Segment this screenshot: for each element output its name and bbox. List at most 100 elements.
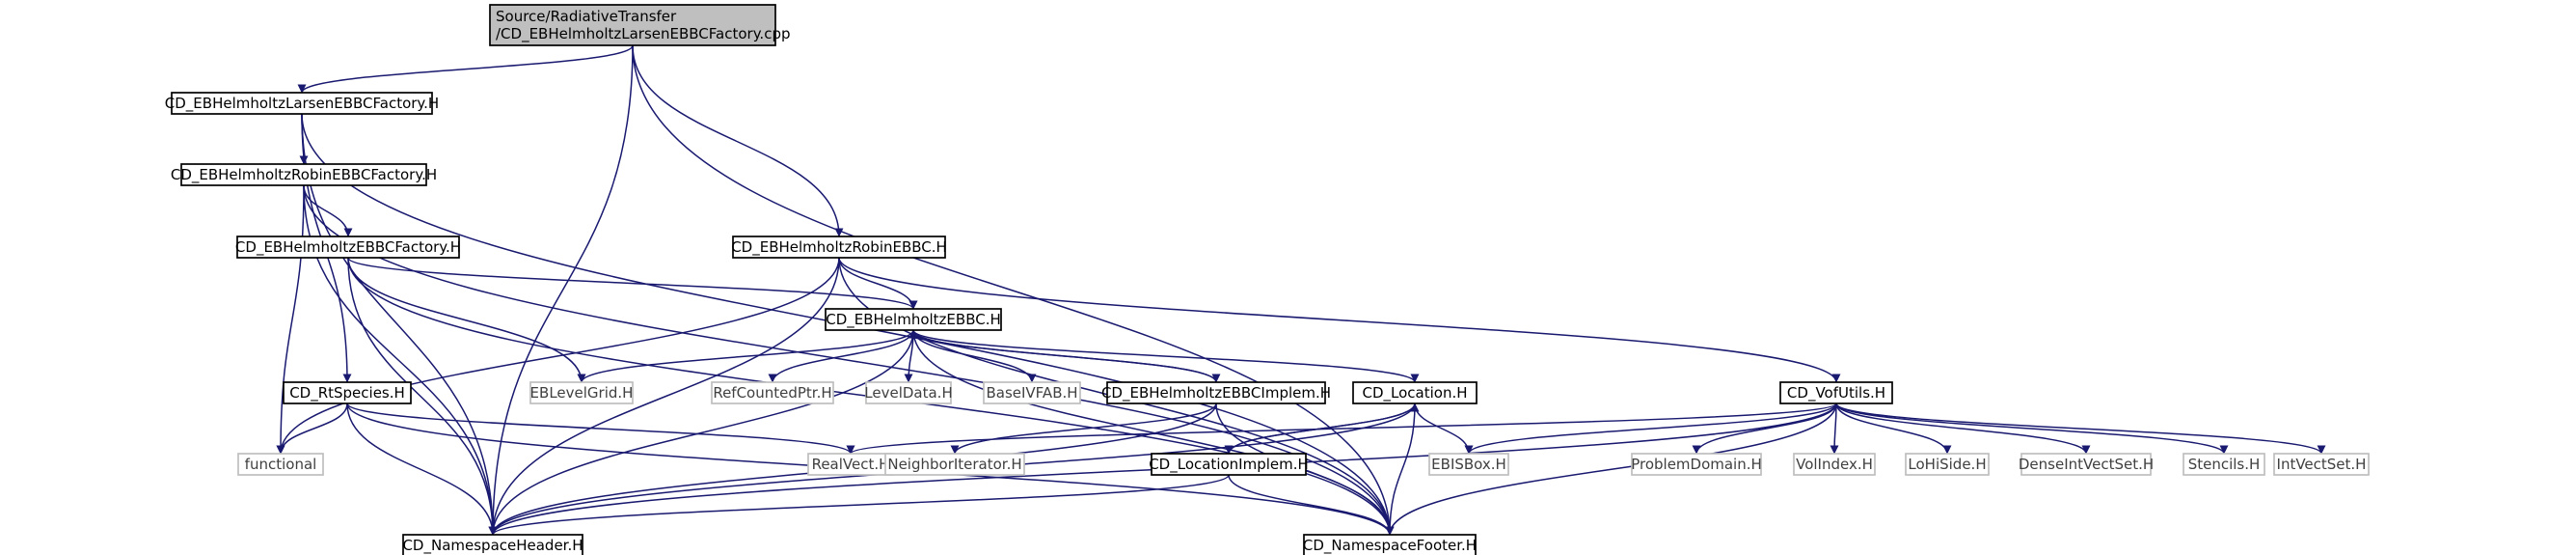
node-label: Source/RadiativeTransfer [496, 8, 677, 25]
node-robin[interactable]: CD_EBHelmholtzRobinEBBC.H [731, 236, 947, 259]
node-label: LoHiSide.H [1908, 456, 1986, 473]
node-label: CD_EBHelmholtzLarsenEBBCFactory.H [165, 95, 439, 113]
node-box [1631, 453, 1762, 476]
node-realvect: RealVect.H [807, 453, 894, 476]
node-box [171, 92, 433, 115]
node-ebisbox: EBISBox.H [1428, 453, 1509, 476]
edge-ebbcfac-to-ebbc [347, 257, 918, 310]
node-box [825, 308, 1002, 331]
node-label: CD_NamespaceFooter.H [1303, 537, 1477, 555]
node-ebbc[interactable]: CD_EBHelmholtzEBBC.H [825, 308, 1002, 331]
node-label: CD_EBHelmholtzEBBCFactory.H [235, 238, 461, 257]
edge-root-to-nsfooter [632, 44, 1395, 536]
node-label: CD_VofUtils.H [1787, 384, 1885, 402]
node-box [2183, 453, 2265, 476]
edge-rtspecies-to-realvect [346, 402, 855, 455]
node-root[interactable]: Source/RadiativeTransfer/CD_EBHelmholtzL… [489, 4, 791, 46]
edge-rtspecies-to-nsheader [346, 402, 498, 536]
node-label: CD_EBHelmholtzRobinEBBCFactory.H [171, 166, 437, 184]
node-label: RefCountedPtr.H [713, 384, 831, 402]
node-functional: functional [237, 453, 324, 476]
edge-location-to-ebisbox [1414, 402, 1474, 455]
edge-vofutils-to-nsfooter [1385, 402, 1837, 536]
node-label: CD_LocationImplem.H [1149, 456, 1309, 474]
node-box [711, 381, 834, 404]
node-box [1905, 453, 1990, 476]
node-lohiside: LoHiSide.H [1905, 453, 1990, 476]
edge-root-to-robin [632, 44, 844, 237]
node-box [865, 381, 952, 404]
node-baseivfab: BaseIVFAB.H [983, 381, 1081, 404]
edge-ebbc-to-eblevelgrid [577, 329, 914, 383]
node-box [237, 453, 324, 476]
node-label: CD_EBHelmholtzRobinEBBC.H [731, 238, 947, 257]
node-rtspecies[interactable]: CD_RtSpecies.H [283, 381, 412, 404]
node-intvectset: IntVectSet.H [2273, 453, 2370, 476]
node-box [180, 163, 427, 186]
node-label: /CD_EBHelmholtzLarsenEBBCFactory.cpp [496, 25, 791, 43]
node-locimplem[interactable]: CD_LocationImplem.H [1149, 453, 1309, 476]
node-box [2020, 453, 2152, 476]
node-label: RealVect.H [812, 456, 890, 473]
node-box [283, 381, 412, 404]
node-neighbor: NeighborIterator.H [884, 453, 1025, 476]
node-box [2273, 453, 2370, 476]
edge-robinfac-to-functional [276, 184, 305, 455]
node-ebbcfac[interactable]: CD_EBHelmholtzEBBCFactory.H [235, 236, 461, 259]
node-label: CD_RtSpecies.H [289, 384, 405, 402]
node-box [1779, 381, 1893, 404]
edge-robin-to-functional [276, 257, 840, 455]
node-box [1106, 381, 1326, 404]
edge-root-to-nsheader [488, 44, 634, 536]
edge-ebbc-to-refcounted [768, 329, 914, 383]
edge-location-to-nsfooter [1385, 402, 1416, 536]
node-box [1428, 453, 1509, 476]
node-label: LevelData.H [864, 384, 952, 402]
edge-locimplem-to-nsfooter [1228, 474, 1395, 536]
edge-ebbc-to-location [912, 329, 1420, 383]
edge-vofutils-to-ebisbox [1464, 402, 1837, 455]
node-larsen[interactable]: CD_EBHelmholtzLarsenEBBCFactory.H [165, 92, 439, 115]
edge-ebbcfac-to-nsheader [347, 257, 498, 536]
node-label: Stencils.H [2188, 456, 2261, 473]
node-nsfooter[interactable]: CD_NamespaceFooter.H [1303, 534, 1477, 555]
node-box [732, 236, 946, 259]
node-box [1303, 534, 1477, 555]
nodes-layer: Source/RadiativeTransfer/CD_EBHelmholtzL… [165, 4, 2370, 555]
edge-vofutils-to-lohiside [1835, 402, 1952, 455]
edge-vofutils-to-intvectset [1835, 402, 2326, 455]
node-label: CD_NamespaceHeader.H [402, 537, 583, 555]
node-label: DenseIntVectSet.H [2019, 456, 2154, 473]
node-box [489, 4, 776, 46]
node-location[interactable]: CD_Location.H [1352, 381, 1478, 404]
edge-robin-to-ebbc [838, 257, 918, 310]
node-label: EBISBox.H [1431, 456, 1506, 473]
node-nsheader[interactable]: CD_NamespaceHeader.H [402, 534, 583, 555]
edge-vofutils-to-problemdomain [1692, 402, 1837, 455]
node-label: VolIndex.H [1796, 456, 1873, 473]
node-denseintvectset: DenseIntVectSet.H [2019, 453, 2154, 476]
edge-ebbc-to-nsheader [488, 329, 914, 536]
node-box [1151, 453, 1307, 476]
node-box [983, 381, 1081, 404]
edge-vofutils-to-denseintvectset [1835, 402, 2091, 455]
node-refcounted: RefCountedPtr.H [711, 381, 834, 404]
node-implem[interactable]: CD_EBHelmholtzEBBCImplem.H [1101, 381, 1331, 404]
edge-larsen-to-nsheader [301, 113, 498, 536]
edge-vofutils-to-stencils [1835, 402, 2229, 455]
edge-vofutils-to-realvect [846, 402, 1837, 455]
node-leveldata: LevelData.H [864, 381, 953, 404]
node-label: ProblemDomain.H [1631, 456, 1762, 473]
edge-implem-to-ebbc [908, 329, 1217, 383]
node-box [1352, 381, 1478, 404]
edge-locimplem-to-nsheader [488, 474, 1230, 536]
node-box [236, 236, 460, 259]
node-label: BaseIVFAB.H [986, 384, 1077, 402]
node-label: NeighborIterator.H [887, 456, 1021, 473]
edge-robin-to-nsheader [488, 257, 840, 536]
node-box [884, 453, 1025, 476]
node-robinfac[interactable]: CD_EBHelmholtzRobinEBBCFactory.H [171, 163, 437, 186]
edge-ebbc-to-baseivfab [912, 329, 1037, 383]
node-vofutils[interactable]: CD_VofUtils.H [1779, 381, 1893, 404]
edge-vofutils-to-volindex [1830, 402, 1839, 455]
